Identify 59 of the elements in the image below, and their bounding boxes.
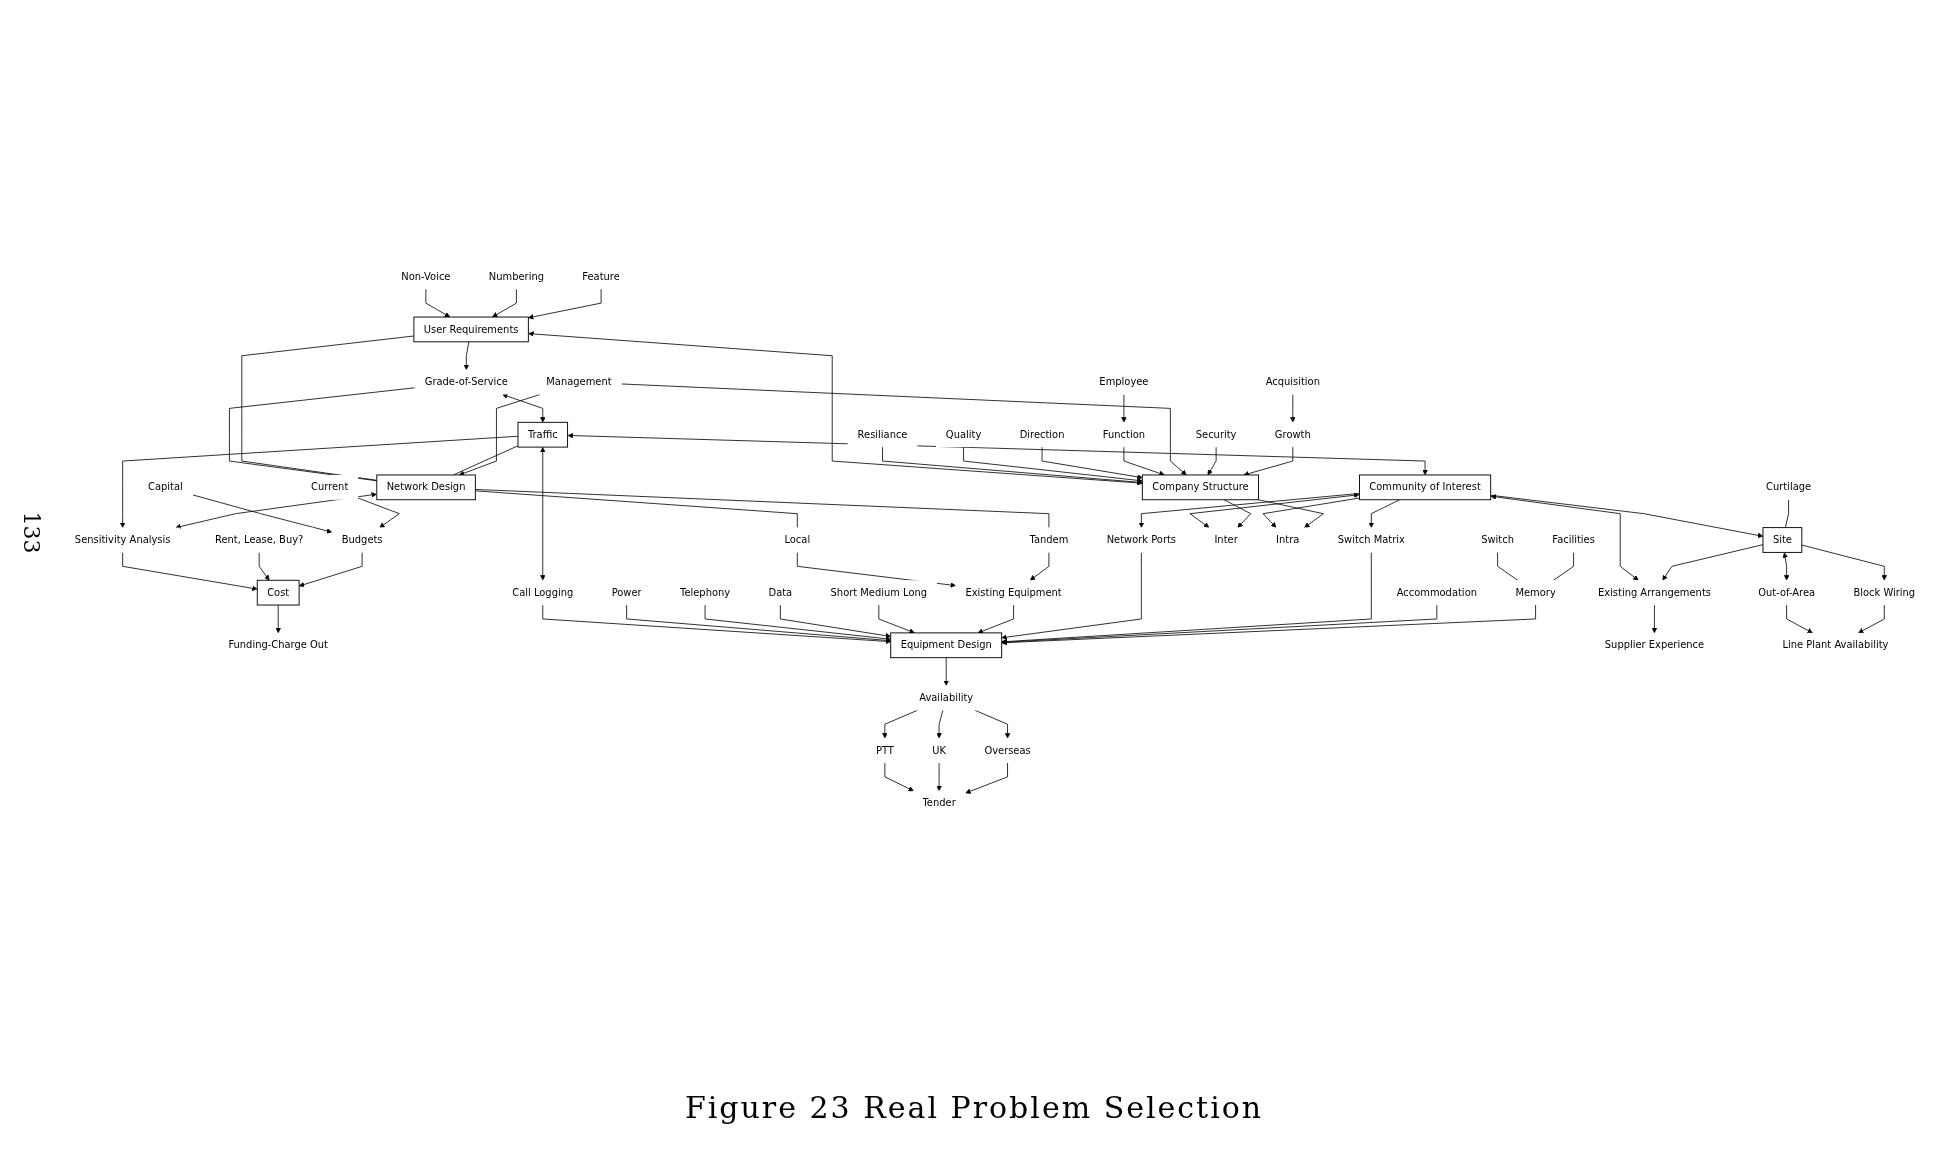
node-text: Function	[1102, 428, 1145, 441]
node-text: Power	[611, 586, 642, 599]
node-box: Equipment Design	[890, 632, 1003, 659]
connector	[1497, 552, 1519, 581]
node-box: Cost	[256, 579, 300, 606]
connector	[474, 489, 1050, 528]
node-text: Existing Arrangements	[1597, 586, 1711, 599]
node-box: Traffic	[517, 421, 569, 448]
node-text: Switch Matrix	[1337, 533, 1405, 546]
connector	[229, 387, 416, 482]
connector	[1553, 552, 1574, 581]
node-text: Acquisition	[1265, 375, 1320, 388]
page-number: 133	[18, 511, 44, 554]
node-text: Switch	[1481, 533, 1514, 546]
node-box: Company Structure	[1141, 474, 1259, 501]
node-text: Feature	[582, 270, 620, 283]
node-text: Growth	[1274, 428, 1311, 441]
node-text: Existing Equipment	[965, 586, 1062, 599]
node-text: Network Ports	[1106, 533, 1177, 546]
node-box: Community of Interest	[1359, 474, 1492, 501]
node-text: Out-of-Area	[1758, 586, 1816, 599]
node-text: Data	[768, 586, 793, 599]
node-text: Tandem	[1029, 533, 1069, 546]
node-text: Telephony	[680, 586, 731, 599]
node-text: Employee	[1099, 375, 1149, 388]
node-text: Overseas	[984, 744, 1031, 757]
node-box: Network Design	[376, 474, 476, 501]
node-text: PTT	[875, 744, 894, 757]
connector	[241, 335, 415, 481]
node-text: Facilities	[1552, 533, 1595, 546]
node-text: Call Logging	[512, 586, 574, 599]
node-text: Management	[546, 375, 612, 388]
node-box: User Requirements	[413, 316, 529, 343]
node-text: Capital	[148, 481, 183, 493]
node-text: Tender	[922, 797, 956, 809]
node-text: Funding-Charge Out	[228, 639, 328, 651]
node-text: Numbering	[488, 270, 544, 283]
connector	[474, 490, 798, 528]
figure-caption: Figure 23 Real Problem Selection	[683, 1090, 1265, 1125]
node-text: Supplier Experience	[1604, 639, 1705, 651]
node-text: Availability	[919, 691, 974, 704]
node-text: Memory	[1515, 586, 1556, 599]
node-text: Budgets	[341, 533, 383, 546]
node-box: Site	[1762, 527, 1803, 553]
node-text: Local	[784, 533, 811, 546]
node-text: UK	[932, 744, 946, 757]
node-text: Inter	[1214, 533, 1238, 546]
node-text: Line Plant Availability	[1782, 639, 1889, 651]
node-text: Non-Voice	[401, 270, 451, 283]
node-text: Security	[1195, 428, 1237, 441]
node-text: Direction	[1019, 428, 1065, 441]
node-text: Block Wiring	[1853, 586, 1916, 599]
node-text: Curtilage	[1766, 481, 1812, 493]
node-text: Accommodation	[1396, 586, 1477, 599]
connector	[1784, 499, 1789, 528]
node-text: Intra	[1276, 533, 1300, 546]
node-text: Sensitivity Analysis	[74, 533, 171, 546]
node-text: Rent, Lease, Buy?	[215, 533, 304, 546]
node-text: Grade-of-Service	[424, 375, 508, 388]
